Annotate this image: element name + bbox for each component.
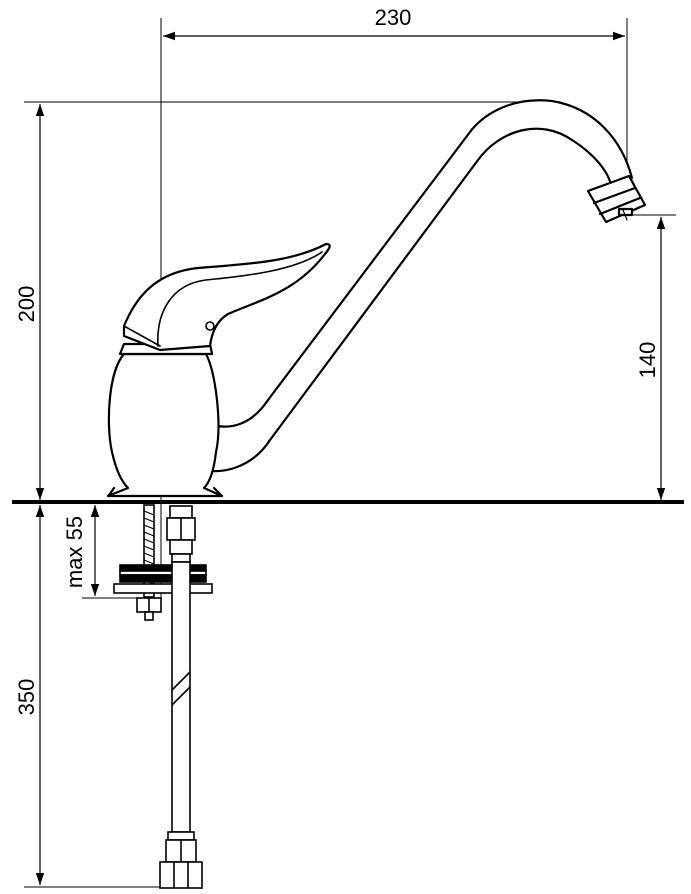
dim-label-max55: max 55: [62, 516, 87, 588]
mounting-hardware: [113, 504, 213, 889]
dim-label-350: 350: [14, 679, 39, 716]
clamp-plate: [113, 564, 213, 594]
spout: [203, 99, 634, 473]
faucet: [106, 99, 647, 498]
flexible-hose: [171, 561, 191, 833]
lever-handle: [122, 242, 331, 352]
aerator: [586, 174, 647, 224]
hose-bottom-fitting: [159, 831, 203, 889]
body-base-flange: [106, 486, 224, 498]
faucet-body: [106, 352, 224, 498]
stud-end: [144, 611, 154, 621]
threaded-stud: [143, 504, 155, 598]
hose-top-fitting: [166, 505, 196, 563]
dim-label-200: 200: [14, 286, 39, 323]
handle-screw: [205, 321, 215, 331]
dim-label-230: 230: [375, 5, 412, 30]
dim-label-140: 140: [635, 342, 660, 379]
dimension-lines: [35, 31, 666, 885]
lever-handle-inner: [157, 251, 323, 347]
lever-handle-ridge: [123, 325, 161, 347]
